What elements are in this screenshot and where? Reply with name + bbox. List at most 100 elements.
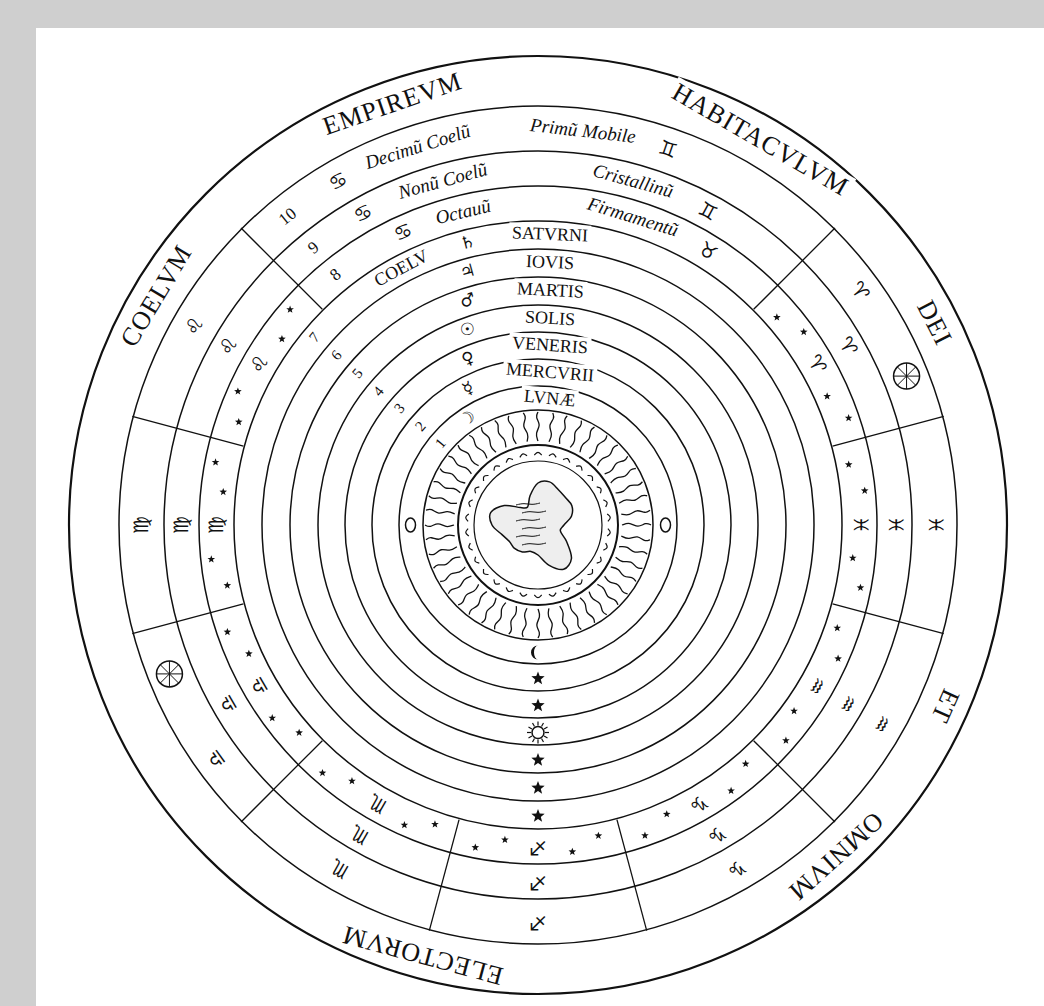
flame-stroke (508, 416, 516, 444)
sphere-name: MERCVRII (502, 358, 597, 385)
wave-stroke (466, 529, 469, 536)
wave-stroke (576, 466, 582, 471)
flame-stroke (611, 567, 636, 582)
zodiac-sign: ♐ (526, 912, 550, 934)
sphere-outline (371, 358, 705, 692)
segment-dividers (132, 228, 943, 931)
fire-sphere (423, 410, 653, 640)
flame-stroke (440, 567, 465, 582)
wave-stroke (520, 454, 527, 457)
flame-stroke (589, 592, 607, 615)
sun-ray (533, 739, 535, 742)
flame-stroke (448, 456, 471, 474)
wave-stroke (506, 458, 513, 462)
zodiac-sign: ♈ (802, 348, 833, 380)
star (823, 392, 831, 399)
flame-stroke (580, 427, 595, 452)
sphere-number: 2 (410, 416, 432, 437)
zodiac-sign: ♍ (130, 513, 152, 537)
flame-stroke (429, 547, 457, 555)
sphere-name: Octauũ (430, 194, 495, 229)
zodiac-sign: ♑ (683, 789, 715, 820)
wave-stroke (483, 475, 488, 480)
water-sphere (474, 461, 602, 589)
zodiac-sign: ♓ (885, 513, 907, 537)
zodiac-sign: ♑ (721, 854, 753, 885)
star (531, 753, 544, 766)
wheel-sign (156, 661, 182, 687)
sphere-name: IOVIS (523, 251, 578, 273)
zodiac-sign: ♌ (243, 348, 274, 380)
flame-stroke (469, 435, 487, 458)
earth-sphere (458, 445, 618, 605)
flame-stroke (537, 609, 540, 638)
sphere-outline (261, 248, 815, 802)
zodiac-sign: ♋ (322, 166, 354, 197)
star (833, 624, 841, 631)
star (207, 555, 215, 562)
zodiac-sign: ♍ (170, 513, 192, 537)
star (401, 821, 409, 828)
star (569, 848, 577, 855)
star (278, 335, 286, 342)
sphere-number: 8 (323, 262, 346, 286)
sphere-band: LVNÆ (398, 385, 678, 665)
side-rings (406, 518, 671, 532)
flame-stroke (616, 482, 643, 493)
flame-stroke (458, 584, 479, 605)
segment-divider (429, 820, 459, 931)
sun-disc (532, 727, 544, 739)
sphere-circle (234, 221, 842, 829)
flame-stroke (495, 421, 506, 448)
star (531, 809, 544, 822)
flame-stroke (616, 557, 643, 568)
zodiac-sign: ♏ (343, 819, 375, 850)
star (857, 584, 865, 591)
star (782, 737, 790, 744)
sphere-number: 3 (389, 398, 411, 419)
sphere-number: 9 (301, 235, 324, 259)
star (790, 707, 798, 714)
flame-stroke (549, 413, 554, 442)
moon-crescent (531, 646, 538, 660)
sun-ray (528, 727, 531, 729)
star (531, 672, 544, 685)
wave-stroke (607, 514, 610, 521)
zodiac-sign: ♊ (653, 135, 683, 164)
star (845, 461, 853, 468)
sphere-band: LVNÆMERCVRII (371, 358, 705, 692)
star (235, 418, 243, 425)
sphere-band: LVNÆMERCVRIIVENERISSOLISMARTIS (289, 276, 787, 774)
sphere-circle (69, 56, 1007, 994)
star (849, 554, 857, 561)
segment-divider (241, 741, 322, 822)
wave-stroke (494, 466, 500, 471)
flame-stroke (536, 412, 539, 441)
star (212, 458, 220, 465)
star (219, 488, 227, 495)
sphere-band: LVNÆMERCVRIIVENERISSOLISMARTISIOVISCOELV… (198, 185, 878, 865)
sun-ray (544, 727, 547, 729)
flame-stroke (619, 495, 647, 503)
zodiac-sign: ♏ (361, 789, 393, 820)
star (727, 787, 735, 794)
sphere-band: LVNÆMERCVRIIVENERISSOLIS (317, 304, 759, 746)
segment-divider (833, 604, 944, 634)
sun-ray (527, 732, 531, 733)
wave-stroke (506, 587, 513, 591)
sun-ray (542, 739, 544, 742)
sphere-circle (372, 359, 704, 691)
flame-stroke (570, 421, 581, 448)
sphere-circle (318, 305, 758, 745)
page-frame (0, 0, 1044, 28)
star (268, 714, 276, 721)
flames (425, 412, 651, 638)
zodiac-sign: ♊ (692, 195, 724, 226)
sphere-name: LVNÆ (520, 385, 579, 410)
zodiac-sign: ♎ (243, 670, 274, 702)
flame-stroke (469, 592, 487, 615)
wave-stroke (549, 593, 556, 596)
flame-stroke (597, 445, 618, 466)
sphere-outline (398, 385, 678, 665)
flame-stroke (589, 435, 607, 458)
